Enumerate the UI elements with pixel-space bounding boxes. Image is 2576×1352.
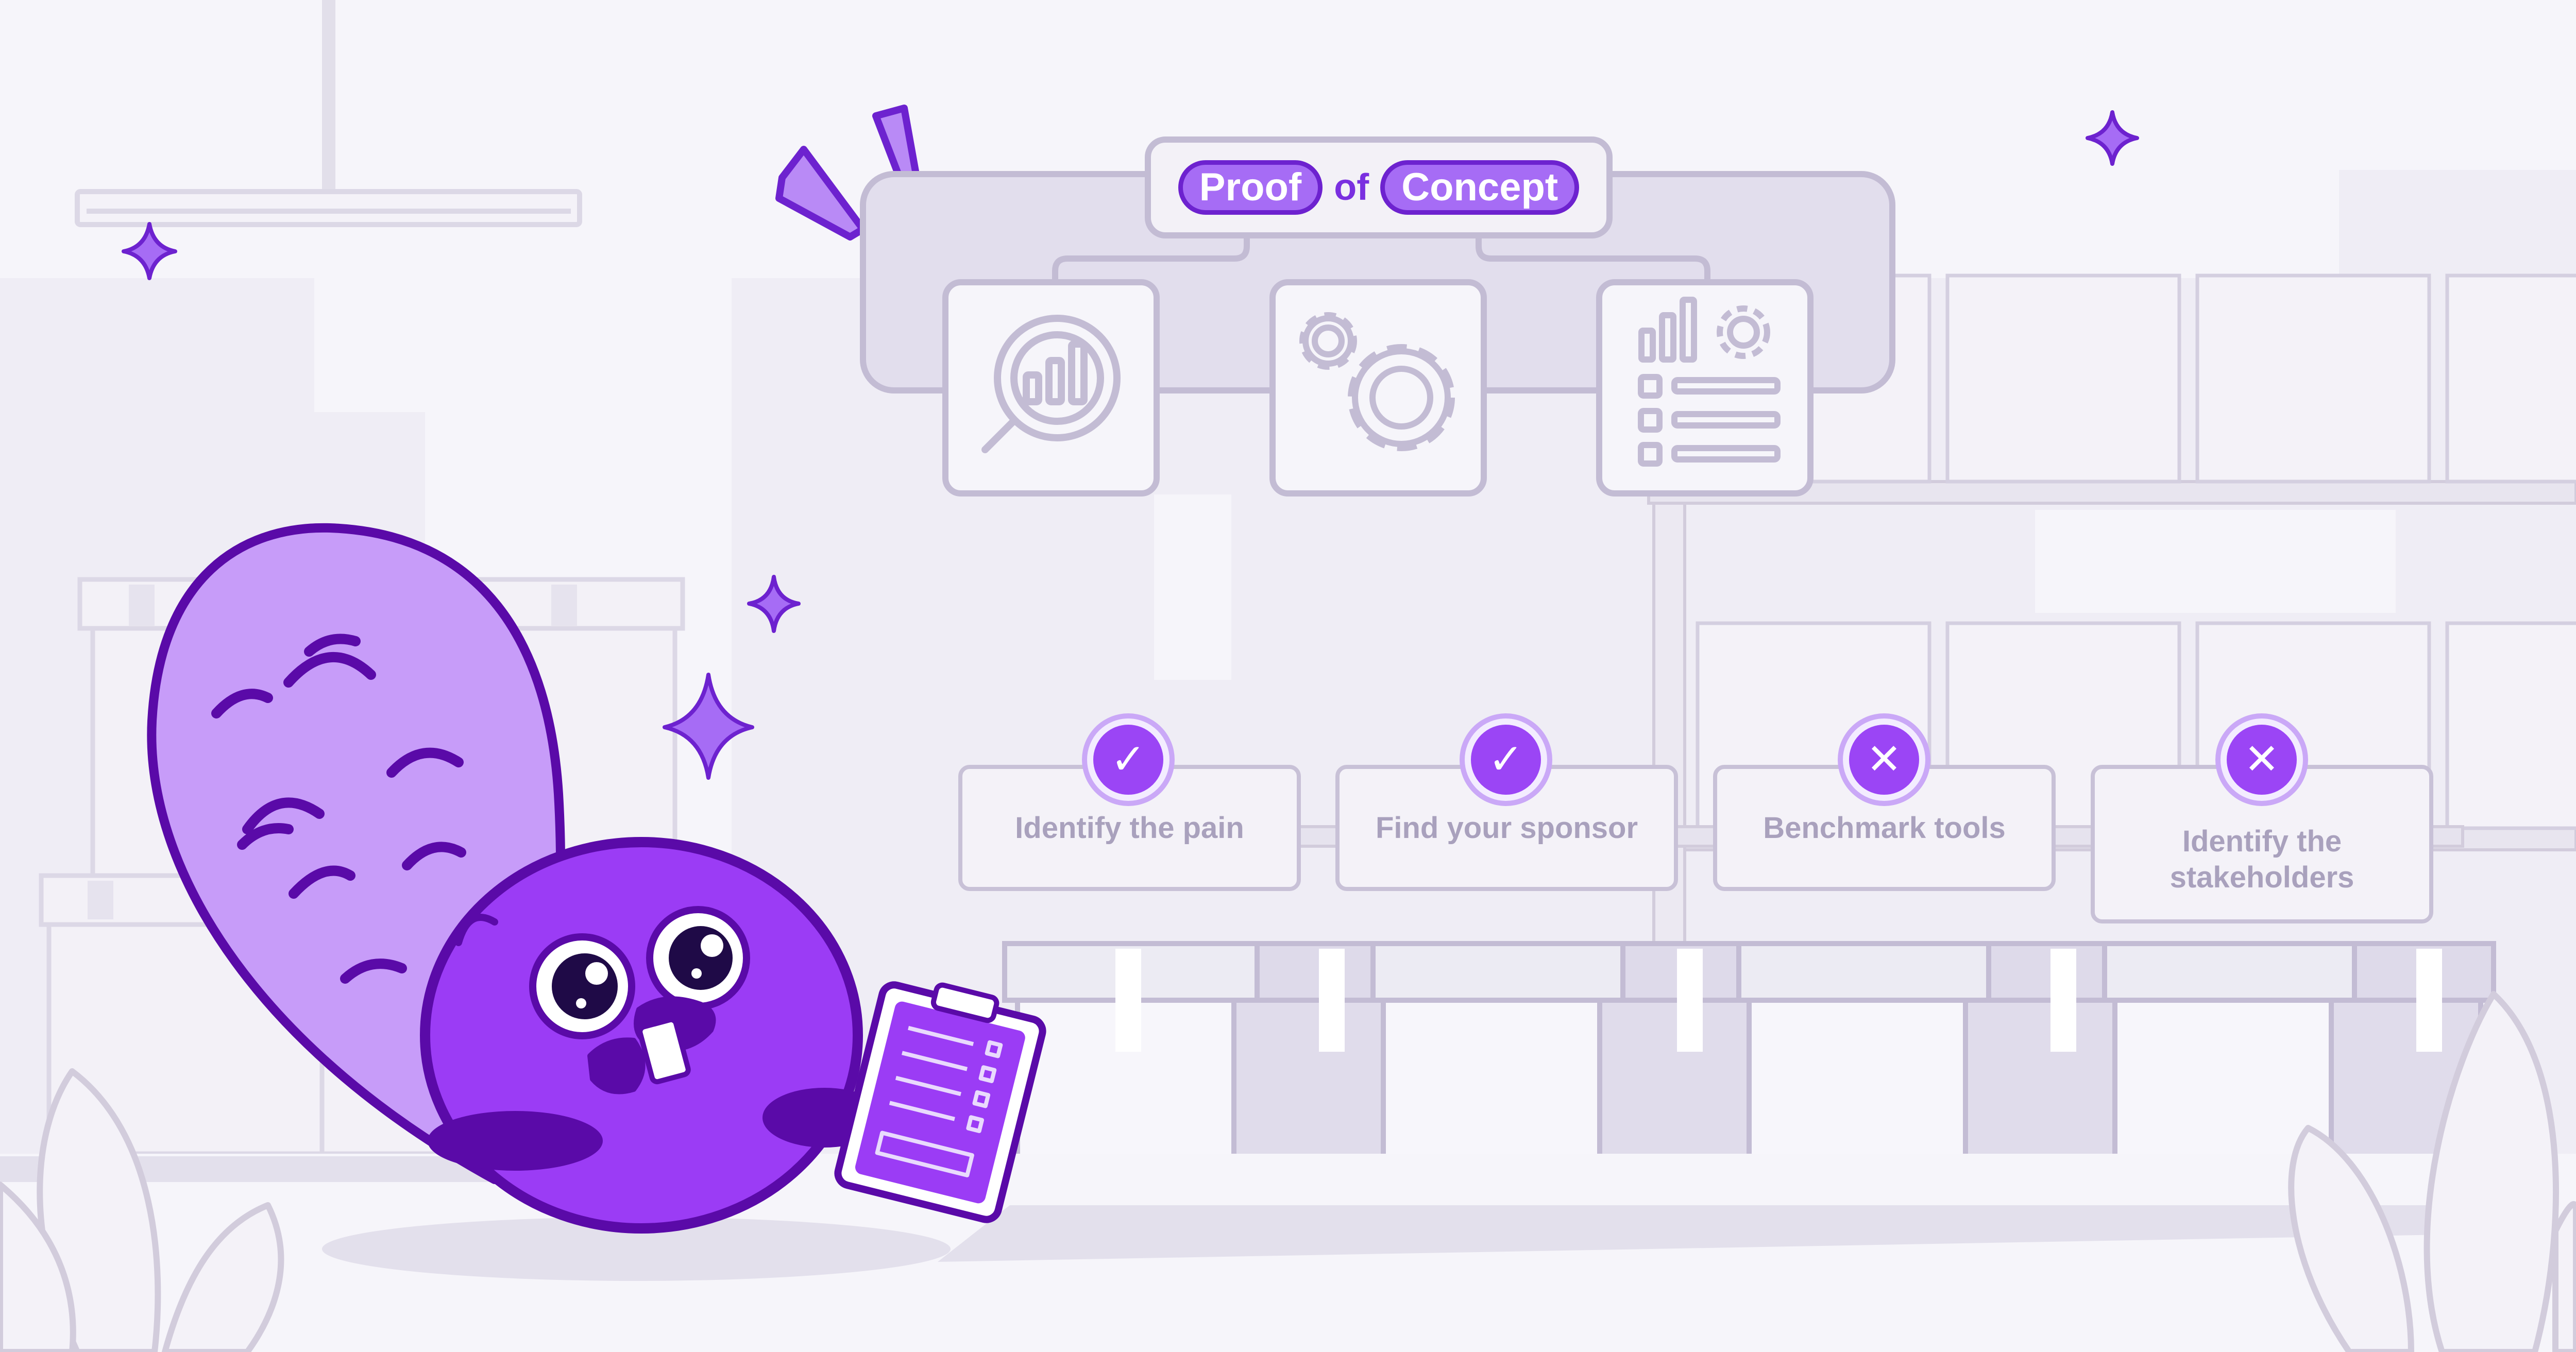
beaver-mascot <box>147 523 951 1281</box>
title-word-concept: Concept <box>1380 160 1580 215</box>
sparkle-icon <box>2086 110 2139 166</box>
step-card-identify-stakeholders: Identify the stakeholders <box>2091 765 2433 923</box>
beaver-eyes <box>529 906 750 1039</box>
cross-icon: ✕ <box>1843 718 1925 801</box>
report-list-icon <box>1638 297 1781 467</box>
step-label: Benchmark tools <box>1763 811 2006 845</box>
sparkle-icon <box>747 575 801 633</box>
step-label: Find your sponsor <box>1375 811 1638 845</box>
title-connector: of <box>1334 167 1369 208</box>
mascot-shadow <box>322 1217 951 1281</box>
beaver-tooth <box>637 1017 691 1085</box>
ceiling-lamp <box>75 0 582 227</box>
left-plant <box>0 1068 284 1352</box>
gears-icon <box>1299 312 1455 451</box>
step-card-identify-pain: Identify the pain <box>958 765 1301 891</box>
analytics-magnifier-icon <box>981 315 1121 453</box>
title-word-proof: Proof <box>1178 160 1323 215</box>
page-title: Proof of Concept <box>1145 136 1613 238</box>
diagram-connectors <box>1052 234 1710 282</box>
tail-pattern <box>211 634 466 984</box>
cross-icon: ✕ <box>2221 718 2303 801</box>
sparkles <box>122 110 2139 780</box>
sparkle-icon <box>663 673 754 780</box>
tile-report <box>1596 279 1814 497</box>
sparkle-icon <box>122 222 177 280</box>
step-label: Identify the stakeholders <box>2170 825 2354 894</box>
check-icon: ✓ <box>1087 718 1170 801</box>
tile-settings <box>1269 279 1487 497</box>
tile-analytics <box>942 279 1160 497</box>
step-label: Identify the pain <box>1015 811 1244 845</box>
check-icon: ✓ <box>1465 718 1547 801</box>
clipboard-icon <box>834 981 1046 1223</box>
